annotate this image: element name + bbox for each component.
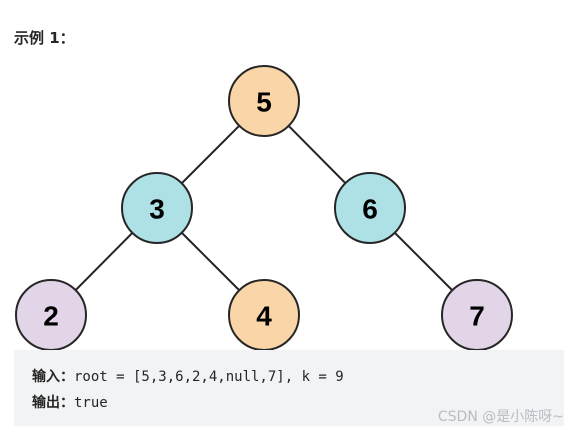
edge-6-7 (394, 232, 453, 291)
input-value: root = [5,3,6,2,4,null,7], k = 9 (74, 369, 344, 385)
tree-node-6: 6 (334, 172, 406, 244)
node-circle (228, 279, 300, 350)
input-line: 输入：root = [5,3,6,2,4,null,7], k = 9 (32, 366, 344, 386)
node-label: 6 (362, 194, 378, 225)
tree-node-2: 2 (15, 279, 87, 350)
node-circle (441, 279, 513, 350)
output-label: 输出： (32, 395, 74, 411)
edge-3-2 (74, 232, 134, 291)
example-code-block: 输入：root = [5,3,6,2,4,null,7], k = 9 输出：t… (14, 350, 564, 426)
tree-node-5: 5 (228, 65, 300, 137)
tree-nodes: 5 3 6 2 4 7 (15, 65, 513, 350)
node-label: 7 (469, 301, 485, 332)
node-label: 3 (149, 194, 165, 225)
example-title: 示例 1： (14, 29, 75, 47)
node-circle (228, 65, 300, 137)
binary-tree-diagram: 5 3 6 2 4 7 (15, 65, 513, 350)
node-label: 2 (43, 301, 59, 332)
output-value: true (74, 395, 108, 411)
node-label: 4 (256, 301, 272, 332)
tree-node-4: 4 (228, 279, 300, 350)
output-line: 输出：true (32, 392, 108, 412)
csdn-watermark: CSDN @是小陈呀~ (437, 409, 564, 425)
tree-node-7: 7 (441, 279, 513, 350)
edge-3-4 (181, 232, 240, 291)
edge-5-3 (181, 125, 240, 184)
tree-edges (74, 125, 453, 291)
node-label: 5 (256, 87, 272, 118)
tree-node-3: 3 (121, 172, 193, 244)
node-circle (334, 172, 406, 244)
input-label: 输入： (32, 369, 74, 385)
edge-5-6 (287, 125, 347, 184)
node-circle (121, 172, 193, 244)
node-circle (15, 279, 87, 350)
